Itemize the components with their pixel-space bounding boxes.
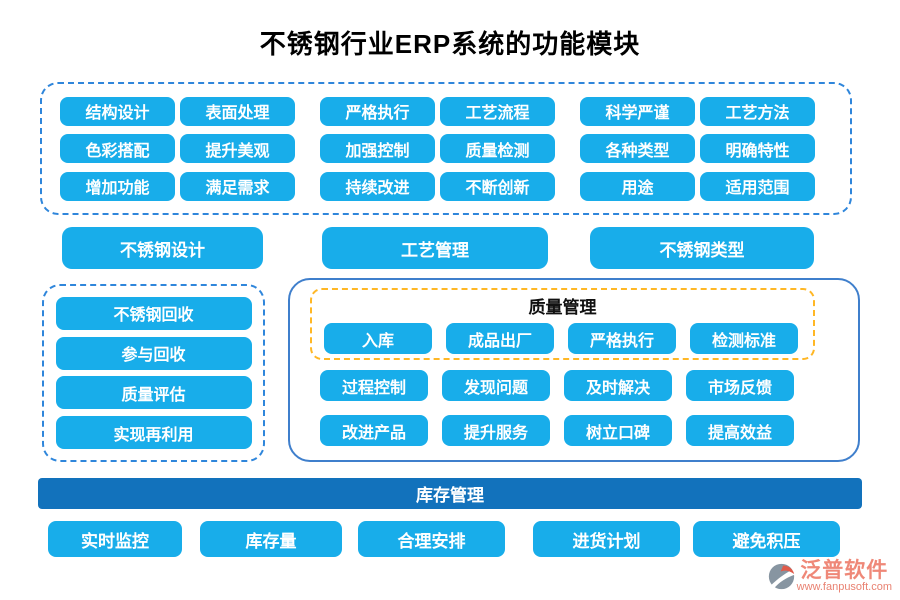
- quality-row: 过程控制 发现问题 及时解决 市场反馈: [320, 370, 794, 401]
- feature-node: 各种类型: [580, 134, 695, 163]
- feature-node: 结构设计: [60, 96, 175, 126]
- quality-node: 过程控制: [320, 370, 428, 401]
- feature-node: 适用范围: [700, 171, 815, 201]
- feature-node: 质量检测: [440, 134, 555, 163]
- quality-node: 市场反馈: [686, 370, 794, 401]
- module-stainless-design: 不锈钢设计: [62, 227, 263, 269]
- inventory-row: 实时监控 库存量 合理安排 进货计划 避免积压: [48, 521, 840, 557]
- feature-node: 用途: [580, 171, 695, 201]
- brand-watermark: 泛普软件 www.fanpusoft.com: [768, 560, 892, 594]
- quality-inspection-subgroup: 质量管理 入库 成品出厂 严格执行 检测标准: [310, 288, 815, 360]
- features-row: 色彩搭配 提升美观 加强控制 质量检测 各种类型 明确特性: [60, 134, 832, 163]
- inventory-node: 进货计划: [533, 521, 680, 557]
- quality-node: 检测标准: [690, 323, 798, 354]
- quality-node: 改进产品: [320, 415, 428, 446]
- quality-node: 入库: [324, 323, 432, 354]
- inventory-node: 库存量: [200, 521, 342, 557]
- feature-node: 科学严谨: [580, 96, 695, 126]
- module-stainless-types: 不锈钢类型: [590, 227, 814, 269]
- quality-node: 及时解决: [564, 370, 672, 401]
- feature-node: 持续改进: [320, 171, 435, 201]
- brand-url: www.fanpusoft.com: [796, 581, 892, 594]
- feature-node: 工艺流程: [440, 96, 555, 126]
- recycle-group: 不锈钢回收 参与回收 质量评估 实现再利用: [42, 284, 265, 462]
- feature-node: 明确特性: [700, 134, 815, 163]
- page-title: 不锈钢行业ERP系统的功能模块: [259, 29, 641, 59]
- inventory-node: 避免积压: [693, 521, 840, 557]
- quality-node: 提升服务: [442, 415, 550, 446]
- brand-text: 泛普软件 www.fanpusoft.com: [797, 560, 892, 594]
- recycle-node: 质量评估: [55, 376, 252, 410]
- features-row: 增加功能 满足需求 持续改进 不断创新 用途 适用范围: [60, 171, 832, 201]
- inventory-banner: 库存管理: [38, 478, 862, 509]
- quality-node: 树立口碑: [564, 415, 672, 446]
- quality-row: 入库 成品出厂 严格执行 检测标准: [312, 323, 813, 354]
- feature-node: 色彩搭配: [60, 134, 175, 163]
- feature-node: 不断创新: [440, 171, 555, 201]
- feature-node: 严格执行: [320, 96, 435, 126]
- feature-node: 工艺方法: [700, 96, 815, 126]
- quality-management-box: 质量管理 入库 成品出厂 严格执行 检测标准 过程控制 发现问题 及时解决 市场…: [288, 278, 860, 462]
- quality-box-title: 质量管理: [528, 298, 597, 317]
- feature-node: 提升美观: [180, 134, 295, 163]
- brand-logo-icon: [768, 564, 794, 590]
- recycle-node: 参与回收: [55, 336, 252, 370]
- recycle-node: 实现再利用: [55, 416, 252, 450]
- feature-node: 增加功能: [60, 171, 175, 201]
- brand-name: 泛普软件: [800, 559, 889, 583]
- feature-node: 加强控制: [320, 134, 435, 163]
- recycle-node: 不锈钢回收: [55, 296, 252, 330]
- quality-node: 严格执行: [568, 323, 676, 354]
- design-features-group: 结构设计 表面处理 严格执行 工艺流程 科学严谨 工艺方法 色彩搭配 提升美观 …: [40, 82, 852, 215]
- inventory-node: 合理安排: [358, 521, 505, 557]
- quality-node: 发现问题: [442, 370, 550, 401]
- quality-node: 提高效益: [686, 415, 794, 446]
- inventory-node: 实时监控: [48, 521, 182, 557]
- quality-row: 改进产品 提升服务 树立口碑 提高效益: [320, 415, 794, 446]
- feature-node: 表面处理: [180, 96, 295, 126]
- feature-node: 满足需求: [180, 171, 295, 201]
- quality-node: 成品出厂: [446, 323, 554, 354]
- module-process-management: 工艺管理: [322, 227, 548, 269]
- features-row: 结构设计 表面处理 严格执行 工艺流程 科学严谨 工艺方法: [60, 96, 832, 126]
